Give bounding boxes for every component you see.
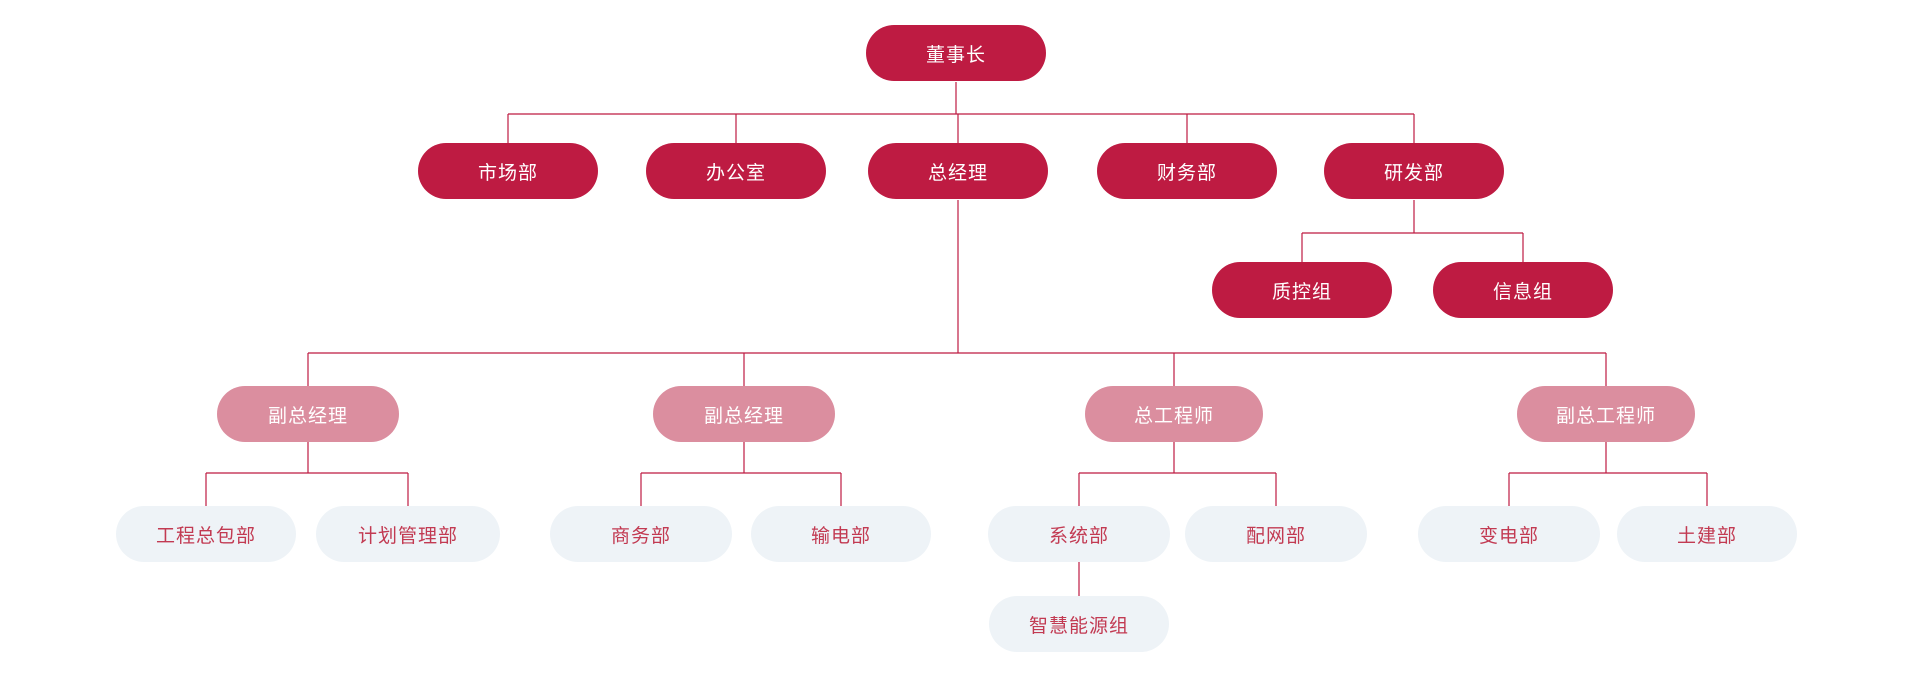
org-node-planning-dept-label: 计划管理部 bbox=[357, 525, 458, 547]
org-node-chairman-label: 董事长 bbox=[925, 44, 986, 66]
org-node-substation-dept[interactable]: 变电部 bbox=[1418, 506, 1600, 562]
org-node-rnd-dept[interactable]: 研发部 bbox=[1324, 143, 1504, 199]
org-node-marketing-dept-label: 市场部 bbox=[477, 162, 538, 184]
org-node-info-group-label: 信息组 bbox=[1492, 281, 1553, 303]
org-node-epc-dept[interactable]: 工程总包部 bbox=[116, 506, 296, 562]
connector-deputy-gm-2-children bbox=[640, 442, 842, 506]
org-node-transmission-dept-label: 输电部 bbox=[810, 525, 871, 547]
org-node-substation-dept-label: 变电部 bbox=[1478, 525, 1539, 547]
connector-chief-engineer-children bbox=[1078, 442, 1277, 506]
org-node-civil-dept-label: 土建部 bbox=[1676, 525, 1737, 547]
org-node-office[interactable]: 办公室 bbox=[646, 143, 826, 199]
org-node-office-label: 办公室 bbox=[705, 162, 766, 184]
org-node-general-manager-label: 总经理 bbox=[927, 162, 988, 184]
org-node-qc-group-label: 质控组 bbox=[1271, 281, 1332, 303]
org-node-deputy-chief-engineer[interactable]: 副总工程师 bbox=[1517, 386, 1695, 442]
org-node-transmission-dept[interactable]: 输电部 bbox=[751, 506, 931, 562]
connector-rnd-children bbox=[1301, 200, 1524, 262]
org-node-business-dept-label: 商务部 bbox=[610, 525, 671, 547]
org-node-smart-energy-group-label: 智慧能源组 bbox=[1028, 615, 1129, 637]
connector-chairman-children bbox=[507, 82, 1415, 143]
org-node-marketing-dept[interactable]: 市场部 bbox=[418, 143, 598, 199]
org-node-planning-dept[interactable]: 计划管理部 bbox=[316, 506, 500, 562]
connector-deputy-chief-children bbox=[1508, 442, 1708, 506]
org-node-business-dept[interactable]: 商务部 bbox=[550, 506, 732, 562]
org-node-distribution-dept[interactable]: 配网部 bbox=[1185, 506, 1367, 562]
org-node-deputy-chief-engineer-label: 副总工程师 bbox=[1555, 405, 1656, 427]
org-node-deputy-gm-2-label: 副总经理 bbox=[703, 405, 784, 427]
org-node-system-dept-label: 系统部 bbox=[1048, 525, 1109, 547]
org-node-epc-dept-label: 工程总包部 bbox=[155, 525, 256, 547]
org-node-finance-dept[interactable]: 财务部 bbox=[1097, 143, 1277, 199]
org-node-distribution-dept-label: 配网部 bbox=[1245, 525, 1306, 547]
org-node-general-manager[interactable]: 总经理 bbox=[868, 143, 1048, 199]
org-node-finance-dept-label: 财务部 bbox=[1156, 162, 1217, 184]
org-node-system-dept[interactable]: 系统部 bbox=[988, 506, 1170, 562]
org-node-chairman[interactable]: 董事长 bbox=[866, 25, 1046, 81]
org-node-deputy-gm-1-label: 副总经理 bbox=[267, 405, 348, 427]
org-node-rnd-dept-label: 研发部 bbox=[1383, 162, 1444, 184]
org-node-qc-group[interactable]: 质控组 bbox=[1212, 262, 1392, 318]
org-node-info-group[interactable]: 信息组 bbox=[1433, 262, 1613, 318]
connector-gm-children bbox=[307, 200, 1607, 386]
org-node-chief-engineer-label: 总工程师 bbox=[1133, 405, 1214, 427]
org-node-deputy-gm-1[interactable]: 副总经理 bbox=[217, 386, 399, 442]
org-node-smart-energy-group[interactable]: 智慧能源组 bbox=[989, 596, 1169, 652]
connector-deputy-gm-1-children bbox=[205, 442, 409, 506]
org-node-deputy-gm-2[interactable]: 副总经理 bbox=[653, 386, 835, 442]
org-node-civil-dept[interactable]: 土建部 bbox=[1617, 506, 1797, 562]
org-node-chief-engineer[interactable]: 总工程师 bbox=[1085, 386, 1263, 442]
